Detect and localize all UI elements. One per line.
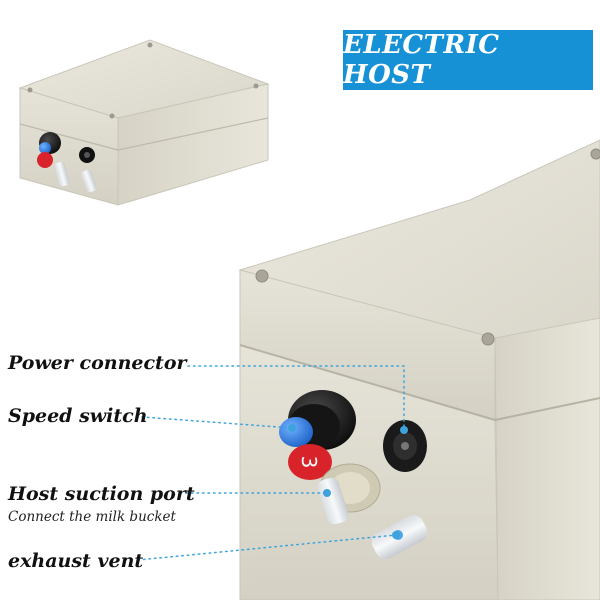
- power-connector: [383, 420, 427, 472]
- electric-host-banner: ELECTRIC HOST: [343, 30, 593, 90]
- large-box-side: [494, 317, 600, 601]
- exhaust-vent-line: [137, 534, 397, 561]
- large-host-box: 3: [238, 139, 600, 601]
- host-suction-port-label: Host suction port: [8, 483, 195, 505]
- power-connector-line: [187, 365, 405, 431]
- exhaust-vent-label: exhaust vent: [8, 550, 144, 572]
- speed-switch-label: Speed switch: [8, 405, 148, 427]
- screw: [255, 269, 269, 283]
- small-box-front: [19, 87, 119, 206]
- speed-knob: [279, 390, 356, 450]
- speed-switch-dot: [288, 424, 296, 432]
- power-connector-label: Power connector: [8, 352, 187, 374]
- exhaust-vent-dot: [392, 531, 400, 539]
- screw: [590, 148, 600, 160]
- suction-port-dot: [323, 489, 331, 497]
- leader-lines: [137, 365, 408, 561]
- banner-title: ELECTRIC HOST: [343, 30, 500, 90]
- power-connector-dot: [400, 426, 408, 434]
- speed-number: 3: [297, 456, 321, 469]
- host-suction-port-note: Connect the milk bucket: [8, 509, 176, 525]
- suction-port: [317, 463, 381, 525]
- screw: [481, 332, 495, 346]
- small-host-box: [18, 39, 270, 206]
- speed-number-badge: [288, 444, 332, 480]
